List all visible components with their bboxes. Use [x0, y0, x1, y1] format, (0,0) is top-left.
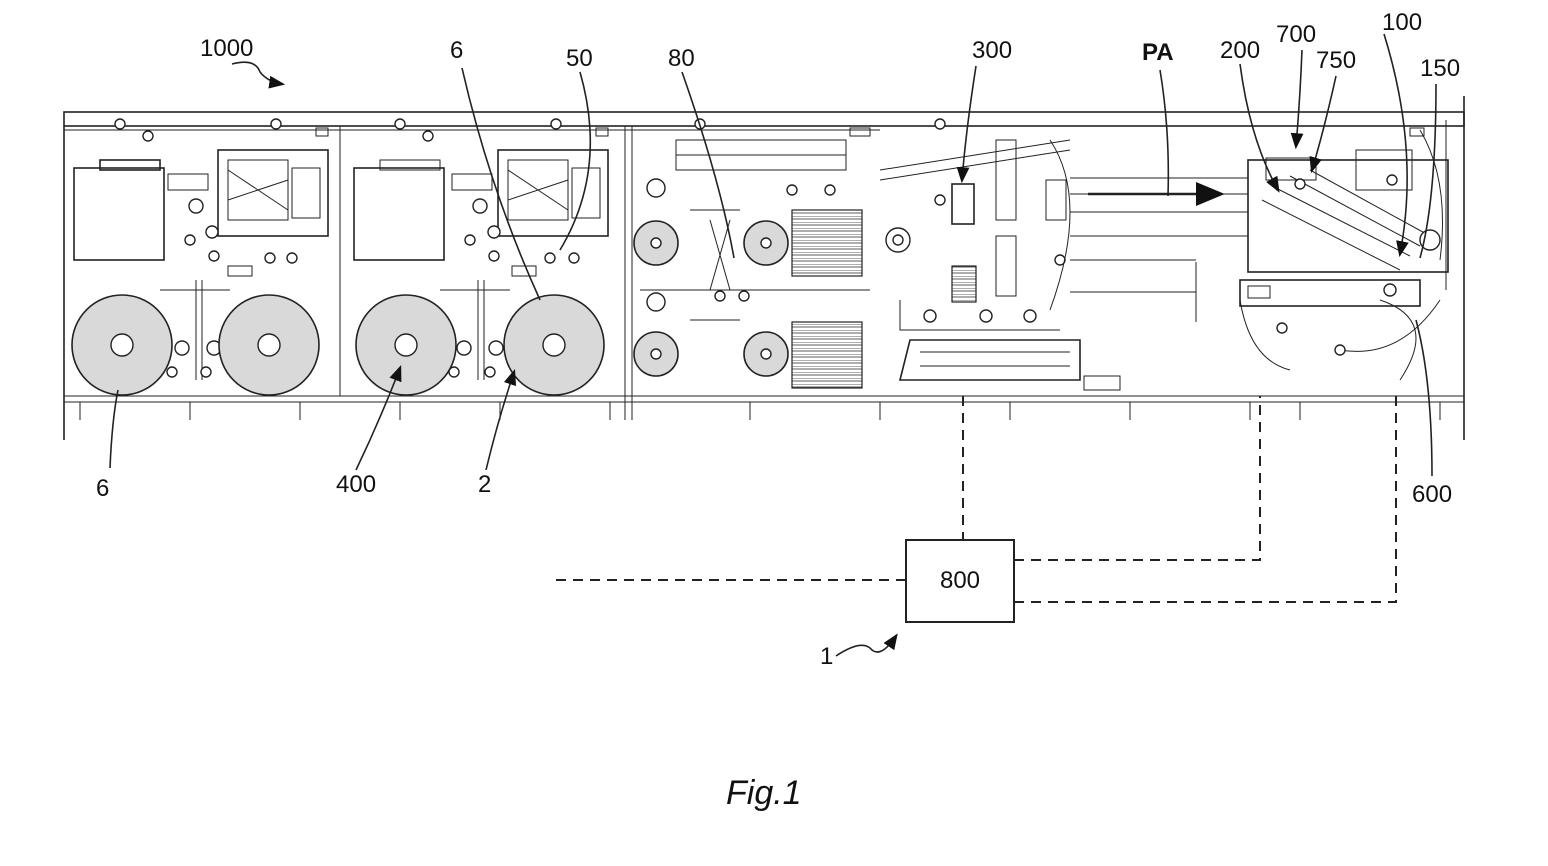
web-paths: [1070, 178, 1248, 322]
reel-second-2: [504, 295, 604, 395]
ref-2: 2: [478, 471, 491, 498]
ref-1: 1: [820, 643, 833, 670]
ref-50: 50: [566, 45, 593, 72]
ref-100: 100: [1382, 9, 1422, 36]
ref-6-bottom: 6: [96, 475, 109, 502]
reel-second-1: [356, 295, 456, 395]
end-unit-100: [1240, 120, 1448, 380]
ref-200: 200: [1220, 37, 1260, 64]
ref-6-top: 6: [450, 37, 463, 64]
frame-feet: [80, 402, 1440, 420]
ref-80: 80: [668, 45, 695, 72]
ref-150: 150: [1420, 55, 1460, 82]
ref-pa: PA: [1142, 39, 1174, 66]
ref-1000: 1000: [200, 35, 253, 62]
ref-700: 700: [1276, 21, 1316, 48]
control-unit-800: 800: [906, 540, 1014, 622]
ref-400: 400: [336, 471, 376, 498]
figure-caption: Fig.1: [726, 774, 802, 812]
control-box-label: 800: [940, 567, 980, 594]
ref-750: 750: [1316, 47, 1356, 74]
reel-left-2: [219, 295, 319, 395]
processing-unit-80: [634, 140, 870, 388]
ref-600: 600: [1412, 481, 1452, 508]
ref-300: 300: [972, 37, 1012, 64]
reel-left-1: [72, 295, 172, 395]
